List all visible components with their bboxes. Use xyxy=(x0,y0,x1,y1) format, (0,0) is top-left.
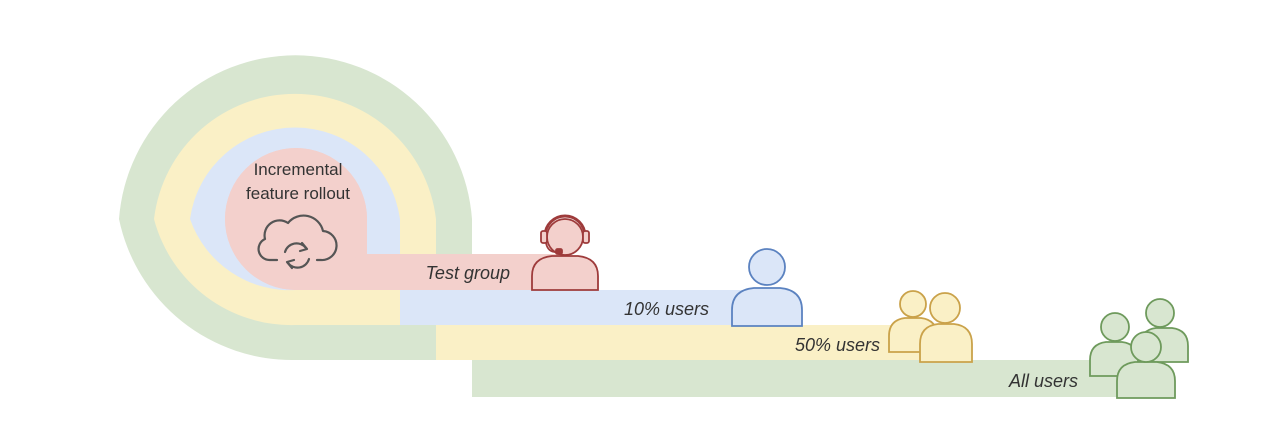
label-test-group: Test group xyxy=(426,263,510,283)
label-all-users: All users xyxy=(1008,371,1078,391)
user-group-icon xyxy=(1089,298,1189,399)
label-50-users: 50% users xyxy=(795,335,880,355)
center-label-line1: Incremental xyxy=(254,160,343,179)
label-10-users: 10% users xyxy=(624,299,709,319)
headset-user-icon xyxy=(531,214,599,291)
single-user-icon xyxy=(731,248,803,327)
cloud-sync-icon xyxy=(257,214,338,270)
center-label-line2: feature rollout xyxy=(246,184,350,203)
two-users-icon xyxy=(888,290,973,363)
